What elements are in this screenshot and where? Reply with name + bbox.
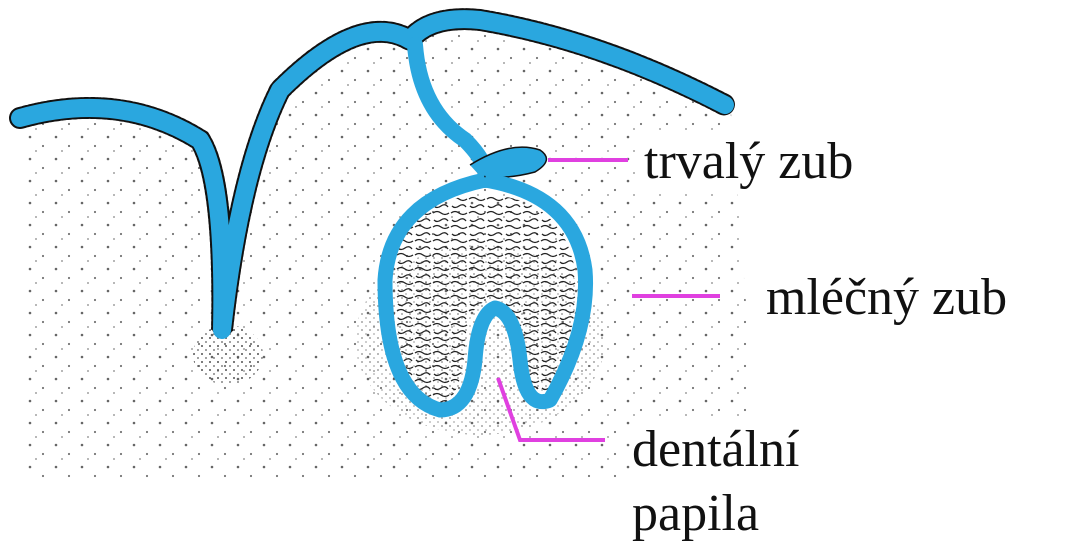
tooth-development-diagram [0, 0, 1069, 535]
label-permanent-tooth: trvalý zub [638, 132, 859, 192]
label-dental-papilla-line2: papila [632, 482, 800, 546]
label-dental-papilla: dentální papila [632, 418, 800, 546]
label-dental-papilla-line1: dentální [632, 418, 800, 482]
label-milk-tooth: mléčný zub [766, 272, 1007, 324]
